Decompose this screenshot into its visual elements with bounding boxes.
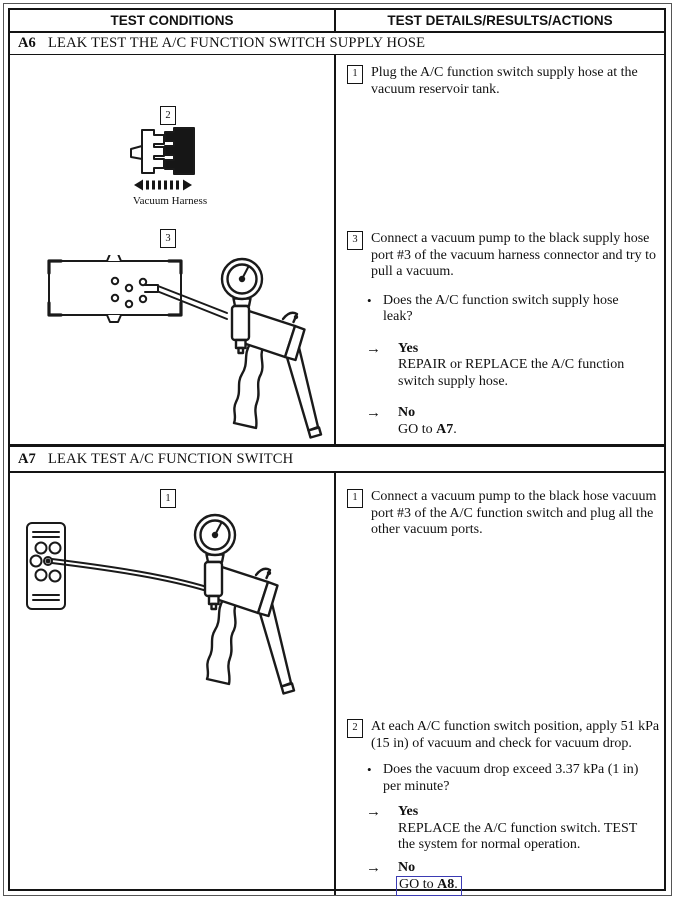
header-test-details: TEST DETAILS/RESULTS/ACTIONS bbox=[334, 10, 664, 31]
a7-no-action: GO to A8. bbox=[396, 876, 643, 896]
vacuum-pump-and-harness-connector-figure bbox=[47, 255, 323, 439]
a7-step2-number-box: 2 bbox=[347, 719, 363, 738]
goto-text: GO to bbox=[399, 877, 438, 892]
section-a7-title: LEAK TEST A/C FUNCTION SWITCH bbox=[48, 450, 294, 467]
a6-test-details-cell: 1 Plug the A/C function switch supply ho… bbox=[334, 55, 664, 444]
vacuum-pump-and-function-switch-figure bbox=[26, 513, 296, 695]
goto-period: . bbox=[454, 877, 458, 892]
a7-step1: 1 Connect a vacuum pump to the black hos… bbox=[336, 489, 664, 539]
a6-step1: 1 Plug the A/C function switch supply ho… bbox=[336, 65, 664, 98]
a7-step1-text: Connect a vacuum pump to the black hose … bbox=[371, 489, 657, 537]
goto-period: . bbox=[453, 421, 457, 437]
bullet-icon: • bbox=[367, 762, 372, 777]
arrow-right-icon: → bbox=[366, 804, 381, 820]
a7-question-row: • Does the vacuum drop exceed 3.37 kPa (… bbox=[367, 762, 664, 795]
a6-no-action: GO to A7. bbox=[398, 422, 643, 439]
go-to-a8-link[interactable]: GO to A8. bbox=[396, 876, 462, 896]
a6-test-conditions-cell: 2 bbox=[10, 55, 334, 444]
a6-step1-number-box: 1 bbox=[347, 65, 363, 84]
a6-figure-step2-number-box: 2 bbox=[160, 106, 176, 125]
a7-no-label: No bbox=[398, 859, 416, 875]
a6-result-yes: → Yes REPAIR or REPLACE the A/C function… bbox=[366, 341, 664, 391]
a6-question-row: • Does the A/C function switch supply ho… bbox=[367, 293, 664, 326]
a6-step3: 3 Connect a vacuum pump to the black sup… bbox=[336, 231, 664, 438]
a7-step2: 2 At each A/C function switch position, … bbox=[336, 719, 664, 896]
page-outer-border bbox=[3, 3, 672, 896]
a7-result-yes: → Yes REPLACE the A/C function switch. T… bbox=[366, 804, 664, 854]
test-table: TEST CONDITIONS TEST DETAILS/RESULTS/ACT… bbox=[8, 8, 666, 896]
a7-figure-step1-number-box: 1 bbox=[160, 489, 176, 508]
goto-target-a8: A8 bbox=[437, 877, 455, 892]
arrow-right-icon: → bbox=[366, 340, 381, 357]
a7-step2-text: At each A/C function switch position, ap… bbox=[371, 719, 660, 751]
section-a7-title-row: A7 LEAK TEST A/C FUNCTION SWITCH bbox=[10, 446, 664, 473]
header-test-conditions: TEST CONDITIONS bbox=[10, 10, 334, 31]
a6-question-text: Does the A/C function switch supply hose… bbox=[383, 292, 619, 325]
a6-step3-text: Connect a vacuum pump to the black suppl… bbox=[371, 231, 656, 279]
section-a6-title-row: A6 LEAK TEST THE A/C FUNCTION SWITCH SUP… bbox=[10, 33, 664, 55]
a7-yes-label: Yes bbox=[398, 804, 419, 819]
section-a7-label: A7 bbox=[18, 450, 36, 467]
vacuum-harness-caption: Vacuum Harness bbox=[132, 195, 208, 207]
header-test-details-label: TEST DETAILS/RESULTS/ACTIONS bbox=[387, 13, 613, 28]
arrow-right-icon: → bbox=[366, 405, 381, 421]
bullet-icon: • bbox=[367, 292, 372, 308]
section-a7-body: 1 bbox=[10, 473, 664, 896]
goto-target-a7: A7 bbox=[436, 421, 454, 437]
vacuum-harness-connector-figure bbox=[130, 127, 195, 191]
a7-result-no: → No GO to A8. bbox=[366, 860, 664, 896]
section-a6-title: LEAK TEST THE A/C FUNCTION SWITCH SUPPLY… bbox=[48, 35, 426, 51]
table-header-row: TEST CONDITIONS TEST DETAILS/RESULTS/ACT… bbox=[10, 10, 664, 33]
a7-test-details-cell: 1 Connect a vacuum pump to the black hos… bbox=[334, 473, 664, 896]
a6-yes-action: REPAIR or REPLACE the A/C function switc… bbox=[398, 357, 625, 389]
a7-test-conditions-cell: 1 bbox=[10, 473, 334, 895]
a6-no-label: No bbox=[398, 405, 416, 420]
header-test-conditions-label: TEST CONDITIONS bbox=[110, 13, 234, 28]
arrow-right-icon: → bbox=[366, 859, 381, 876]
a6-yes-label: Yes bbox=[398, 340, 419, 356]
section-a6-body: 2 bbox=[10, 55, 664, 446]
a7-yes-action: REPLACE the A/C function switch. TEST th… bbox=[398, 820, 638, 853]
a7-step1-number-box: 1 bbox=[347, 489, 363, 508]
a6-step3-number-box: 3 bbox=[347, 231, 363, 250]
double-arrow-icon bbox=[134, 179, 192, 191]
a6-figure-step3-number-box: 3 bbox=[160, 229, 176, 248]
a6-step1-text: Plug the A/C function switch supply hose… bbox=[371, 65, 638, 97]
a7-question-text: Does the vacuum drop exceed 3.37 kPa (1 … bbox=[383, 762, 639, 794]
goto-text: GO to bbox=[398, 421, 437, 437]
section-a6-label: A6 bbox=[18, 35, 36, 51]
a6-result-no: → No GO to A7. bbox=[366, 405, 664, 438]
